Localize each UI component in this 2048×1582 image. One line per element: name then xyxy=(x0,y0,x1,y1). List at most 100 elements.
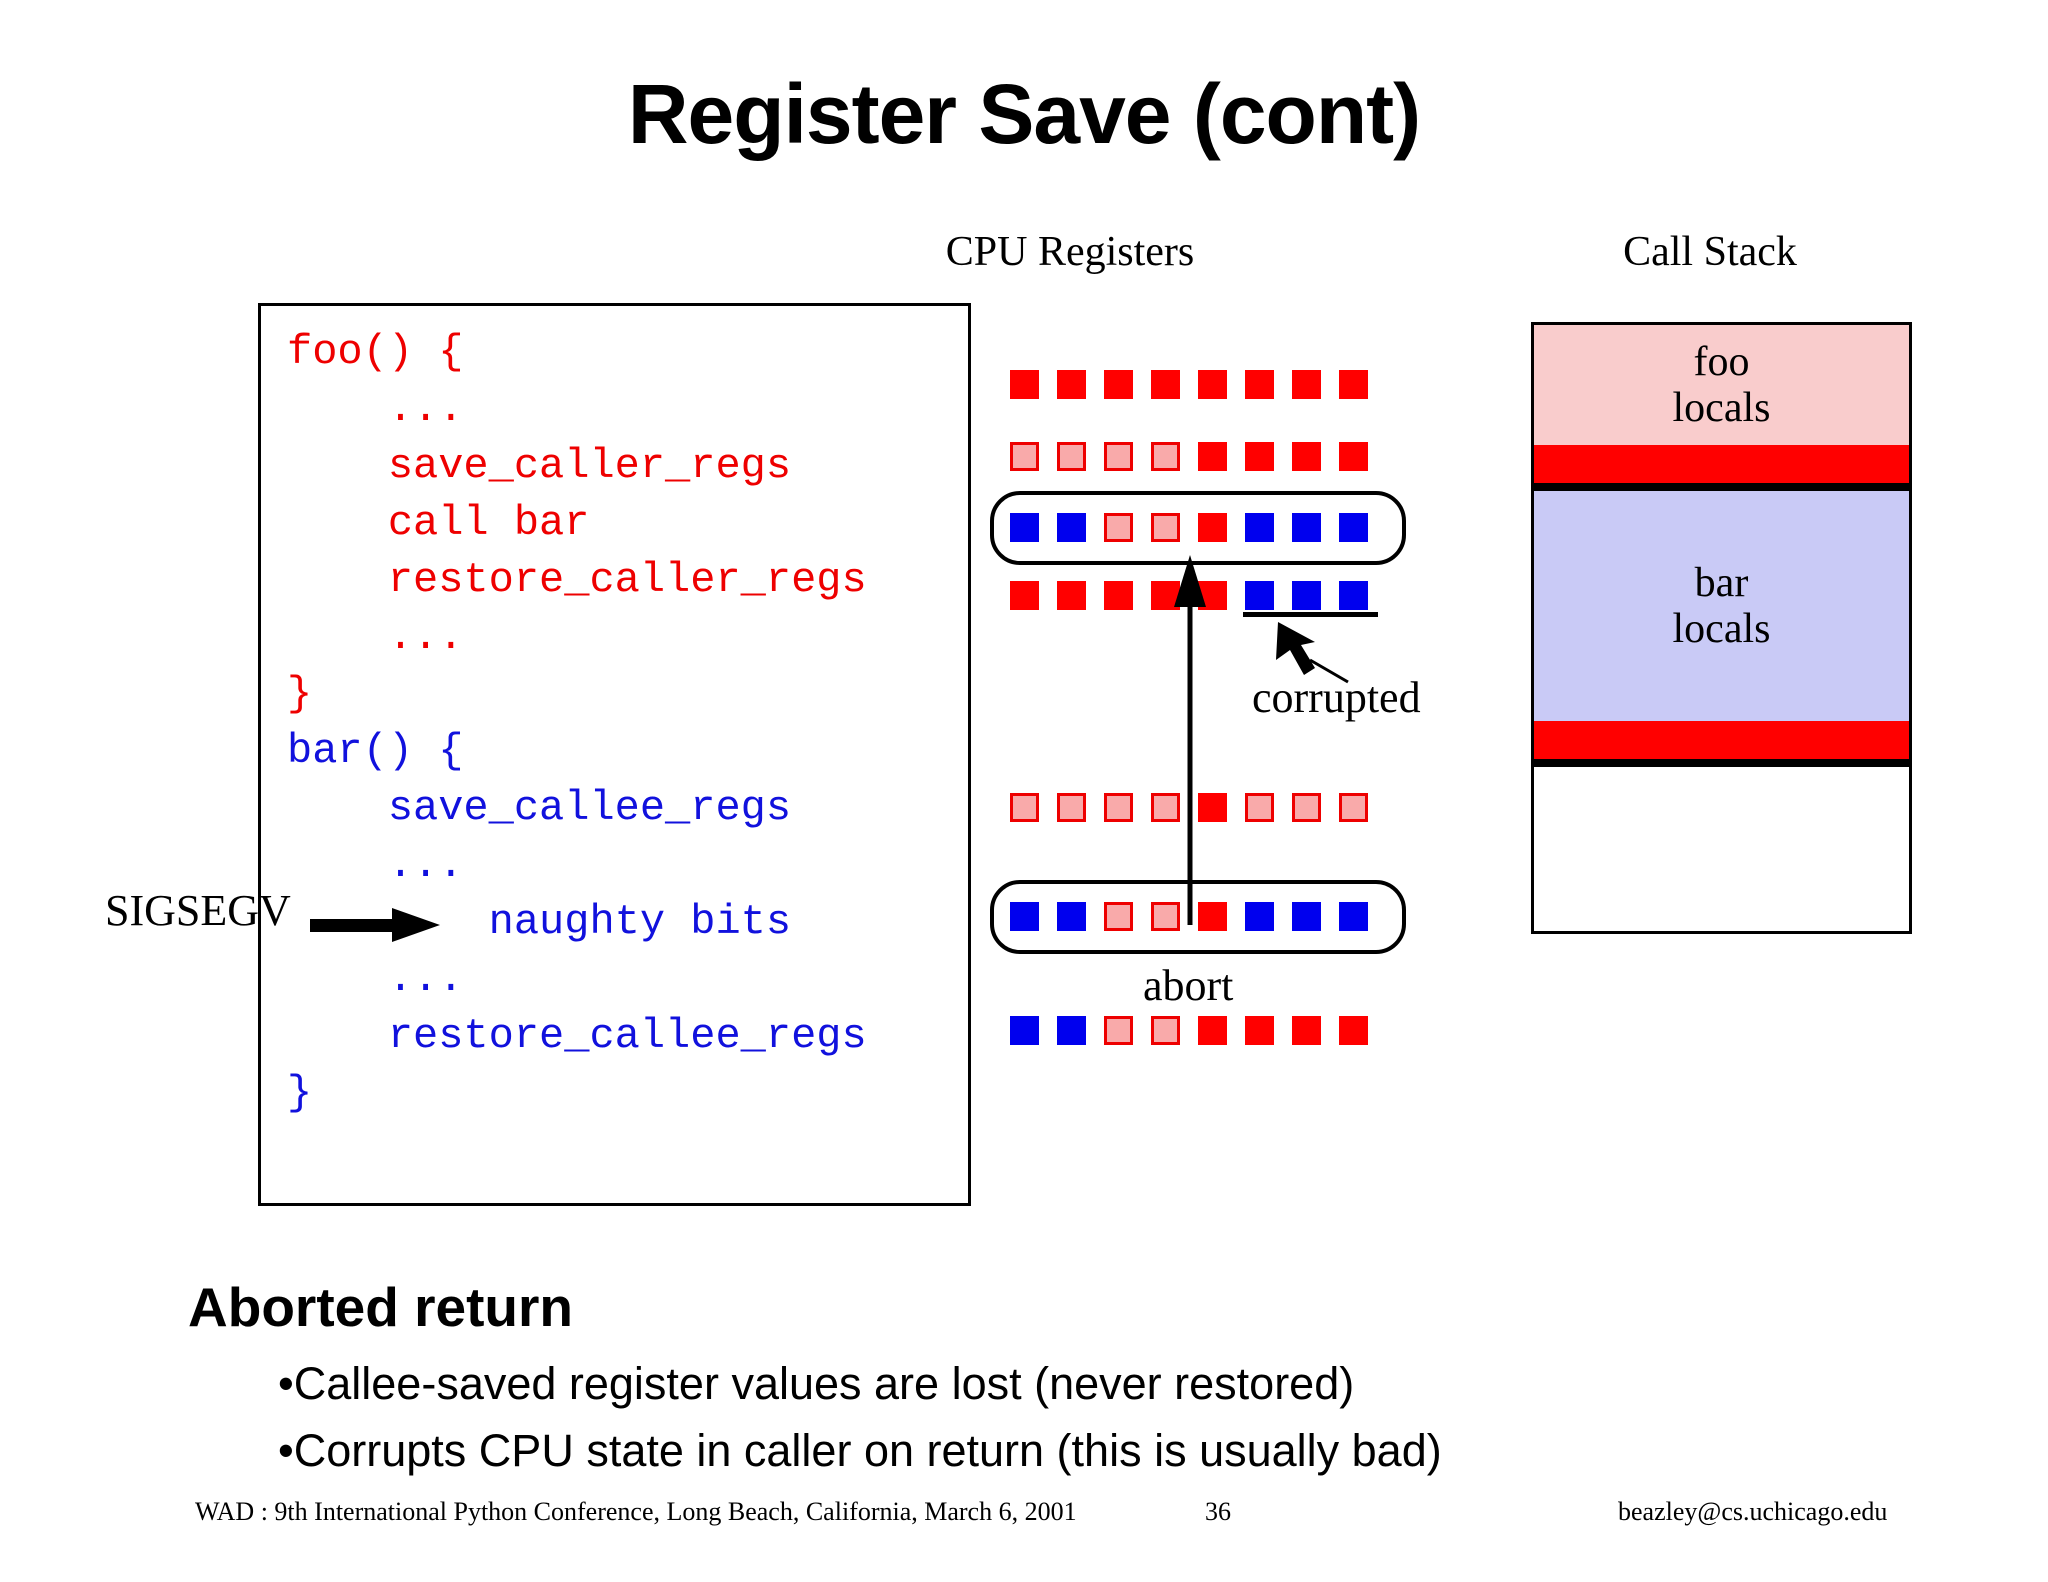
register-row xyxy=(1010,513,1370,547)
bullet-item: •Callee-saved register values are lost (… xyxy=(278,1358,1355,1409)
register-row xyxy=(1010,1016,1370,1050)
register-cell-red xyxy=(1339,1016,1368,1045)
register-cell-lightred xyxy=(1104,1016,1133,1045)
bullet-item: •Corrupts CPU state in caller on return … xyxy=(278,1425,1442,1476)
register-cell-lightred xyxy=(1057,793,1086,822)
register-cell-red xyxy=(1292,370,1321,399)
page-title: Register Save (cont) xyxy=(627,67,1421,161)
register-cell-red xyxy=(1198,1016,1227,1045)
register-cell-blue xyxy=(1339,902,1368,931)
register-row xyxy=(1010,581,1370,615)
register-cell-lightred xyxy=(1057,442,1086,471)
register-cell-red xyxy=(1198,902,1227,931)
stack-frame-divider xyxy=(1534,483,1909,491)
register-cell-lightred xyxy=(1104,902,1133,931)
register-cell-red xyxy=(1151,581,1180,610)
corrupted-underline xyxy=(1243,612,1378,617)
register-cell-blue xyxy=(1292,581,1321,610)
register-cell-blue xyxy=(1057,902,1086,931)
register-cell-lightred xyxy=(1010,442,1039,471)
register-cell-blue xyxy=(1010,513,1039,542)
register-row-highlight xyxy=(990,880,1406,954)
code-line: restore_caller_regs xyxy=(287,556,867,604)
register-cell-lightred xyxy=(1104,513,1133,542)
register-cell-lightred xyxy=(1151,513,1180,542)
corrupted-arrow-icon xyxy=(1276,622,1349,684)
code-line: ... xyxy=(287,385,464,433)
register-cell-red xyxy=(1010,581,1039,610)
register-cell-red xyxy=(1245,1016,1274,1045)
register-cell-blue xyxy=(1292,513,1321,542)
register-row-highlight xyxy=(990,491,1406,565)
register-cell-red xyxy=(1198,513,1227,542)
register-cell-red xyxy=(1010,370,1039,399)
register-row xyxy=(1010,442,1370,476)
register-cell-blue xyxy=(1010,1016,1039,1045)
section-heading: Aborted return xyxy=(188,1276,573,1338)
register-cell-blue xyxy=(1245,581,1274,610)
code-lines: foo() { ... save_caller_regs call bar re… xyxy=(287,324,867,1122)
abort-arrow-icon xyxy=(1174,555,1206,925)
register-cell-red xyxy=(1198,793,1227,822)
footer-email: beazley@cs.uchicago.edu xyxy=(1618,1497,1888,1526)
stack-frame-divider xyxy=(1534,759,1909,767)
corrupted-label: corrupted xyxy=(1252,673,1421,722)
register-cell-blue xyxy=(1057,513,1086,542)
code-line: ... xyxy=(287,955,464,1003)
register-cell-lightred xyxy=(1292,793,1321,822)
register-cell-red xyxy=(1104,370,1133,399)
footer-conference: WAD : 9th International Python Conferenc… xyxy=(195,1497,1077,1526)
stack-segment-bar-saved-regs xyxy=(1534,721,1909,759)
register-cell-lightred xyxy=(1010,793,1039,822)
register-cell-lightred xyxy=(1151,1016,1180,1045)
register-cell-blue xyxy=(1339,513,1368,542)
stack-segment-foo-saved-regs xyxy=(1534,445,1909,483)
code-line: foo() { xyxy=(287,328,464,376)
abort-label: abort xyxy=(1143,961,1234,1010)
register-cell-red xyxy=(1339,442,1368,471)
register-cell-red xyxy=(1057,370,1086,399)
register-cell-lightred xyxy=(1151,793,1180,822)
register-cell-blue xyxy=(1010,902,1039,931)
register-cell-red xyxy=(1104,581,1133,610)
register-cell-lightred xyxy=(1245,793,1274,822)
register-cell-red xyxy=(1151,370,1180,399)
register-cell-blue xyxy=(1057,1016,1086,1045)
code-line: ... xyxy=(287,841,464,889)
register-cell-lightred xyxy=(1151,902,1180,931)
code-line: call bar xyxy=(287,499,590,547)
register-cell-blue xyxy=(1339,581,1368,610)
register-row xyxy=(1010,793,1370,827)
code-line: ... xyxy=(287,613,464,661)
footer-page-number: 36 xyxy=(1205,1497,1231,1526)
register-cell-lightred xyxy=(1151,442,1180,471)
register-cell-red xyxy=(1245,370,1274,399)
register-cell-blue xyxy=(1245,513,1274,542)
register-cell-lightred xyxy=(1339,793,1368,822)
code-line: bar() { xyxy=(287,727,464,775)
code-line: save_caller_regs xyxy=(287,442,792,490)
register-cell-red xyxy=(1198,442,1227,471)
register-cell-red xyxy=(1292,1016,1321,1045)
sigsegv-arrow-icon xyxy=(310,908,440,942)
code-line: save_callee_regs xyxy=(287,784,792,832)
register-cell-blue xyxy=(1292,902,1321,931)
stack-segment-free-space xyxy=(1534,767,1909,931)
register-cell-red xyxy=(1198,370,1227,399)
sigsegv-label: SIGSEGV xyxy=(105,886,291,935)
code-line: } xyxy=(287,1069,313,1117)
register-cell-lightred xyxy=(1104,442,1133,471)
register-cell-lightred xyxy=(1104,793,1133,822)
cpu-registers-heading: CPU Registers xyxy=(945,229,1195,275)
code-line: naughty bits xyxy=(287,898,792,946)
register-cell-red xyxy=(1057,581,1086,610)
code-listing-box: foo() { ... save_caller_regs call bar re… xyxy=(258,303,971,1206)
register-cell-blue xyxy=(1245,902,1274,931)
register-row xyxy=(1010,370,1370,404)
